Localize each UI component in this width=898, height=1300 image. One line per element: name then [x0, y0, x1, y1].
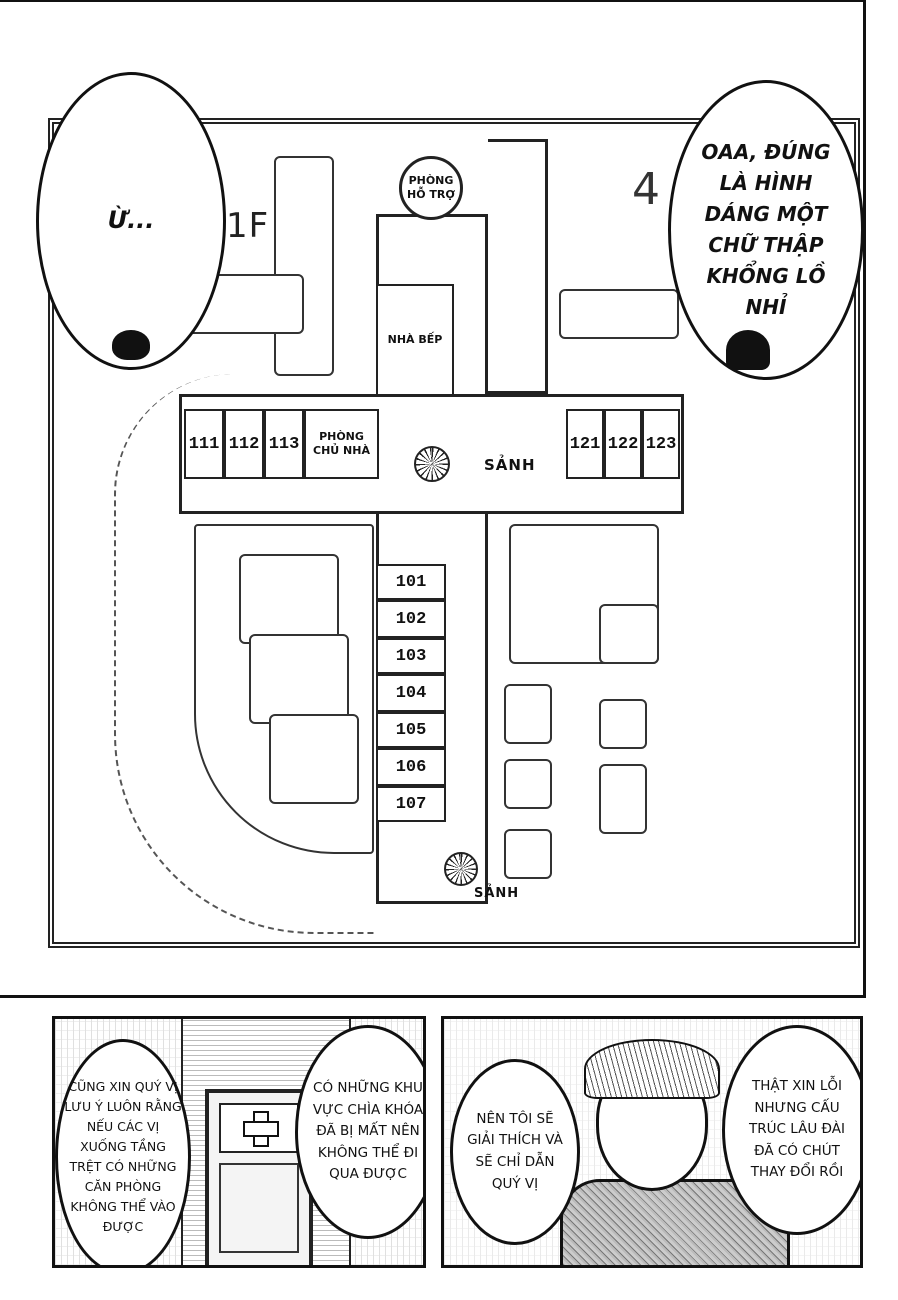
garden-bed	[269, 714, 359, 804]
room-number: 105	[395, 720, 427, 740]
south-hall-label: SẢNH	[474, 886, 520, 901]
room-number: 123	[645, 434, 677, 454]
room-number: 121	[569, 434, 601, 454]
room-111: 111	[184, 409, 224, 479]
room-number: 111	[188, 434, 220, 454]
room-122: 122	[604, 409, 642, 479]
hedge	[599, 764, 647, 834]
speech-bubble-p1-left: CŨNG XIN QUÝ VỊ LƯU Ý LUÔN RẰNG NẾU CÁC …	[55, 1039, 191, 1265]
room-number: 113	[268, 434, 300, 454]
hedge	[504, 829, 552, 879]
spiral-staircase-icon	[444, 852, 478, 886]
room-121: 121	[566, 409, 604, 479]
speech-text: CŨNG XIN QUÝ VỊ LƯU Ý LUÔN RẰNG NẾU CÁC …	[64, 1079, 182, 1234]
owner-room: PHÒNG CHỦ NHÀ	[304, 409, 379, 479]
room-102: 102	[376, 600, 446, 638]
support-room-label: PHÒNG HỖ TRỢ	[407, 173, 455, 201]
character-chibi	[112, 330, 150, 360]
room-104: 104	[376, 674, 446, 712]
room-103: 103	[376, 638, 446, 674]
spiral-staircase-icon	[414, 446, 450, 482]
room-number: 112	[228, 434, 260, 454]
butler-hair	[584, 1039, 720, 1099]
speech-text: OAA, ĐÚNG LÀ HÌNH DÁNG MỘT CHỮ THẬP KHỔN…	[701, 140, 831, 319]
side-corridor	[488, 139, 548, 394]
speech-text: THẬT XIN LỖI NHƯNG CẤU TRÚC LÂU ĐÀI ĐÃ C…	[749, 1078, 845, 1181]
kitchen-room: NHÀ BẾP	[376, 284, 454, 396]
speech-text: CÓ NHỮNG KHU VỰC CHÌA KHÓA ĐÃ BỊ MẤT NÊN…	[312, 1080, 424, 1183]
garden-bed	[249, 634, 349, 724]
hedge	[274, 156, 334, 376]
room-106: 106	[376, 748, 446, 786]
speech-text: NÊN TÔI SẼ GIẢI THÍCH VÀ SẼ CHỈ DẪN QUÝ …	[467, 1110, 563, 1192]
kitchen-label: NHÀ BẾP	[387, 332, 443, 346]
room-number: 122	[607, 434, 639, 454]
room-105: 105	[376, 712, 446, 748]
room-number: 101	[395, 572, 427, 592]
room-number: 107	[395, 794, 427, 814]
owner-room-label: PHÒNG CHỦ NHÀ	[313, 429, 370, 457]
speech-text: Ừ...	[107, 206, 155, 235]
support-room: PHÒNG HỖ TRỢ	[399, 156, 463, 220]
hedge	[599, 604, 659, 664]
room-number: 103	[395, 646, 427, 666]
hedge	[559, 289, 679, 339]
room-number: 106	[395, 757, 427, 777]
room-107: 107	[376, 786, 446, 822]
speech-bubble-left: Ừ...	[36, 72, 226, 370]
speech-bubble-right: OAA, ĐÚNG LÀ HÌNH DÁNG MỘT CHỮ THẬP KHỔN…	[668, 80, 864, 380]
character-chibi	[726, 330, 770, 370]
garden-bed	[239, 554, 339, 644]
map-panel	[0, 0, 866, 998]
speech-bubble-p1-right: CÓ NHỮNG KHU VỰC CHÌA KHÓA ĐÃ BỊ MẤT NÊN…	[295, 1025, 424, 1239]
hedge	[599, 699, 647, 749]
panel-butler: NÊN TÔI SẼ GIẢI THÍCH VÀ SẼ CHỈ DẪN QUÝ …	[441, 1016, 863, 1268]
speech-bubble-p2-left: NÊN TÔI SẼ GIẢI THÍCH VÀ SẼ CHỈ DẪN QUÝ …	[450, 1059, 580, 1245]
room-number: 102	[395, 609, 427, 629]
panel-corridor: CŨNG XIN QUÝ VỊ LƯU Ý LUÔN RẰNG NẾU CÁC …	[52, 1016, 426, 1268]
floor-label: 1F	[226, 206, 270, 246]
room-113: 113	[264, 409, 304, 479]
hall-label: SẢNH	[484, 456, 536, 474]
hedge	[504, 684, 552, 744]
room-101: 101	[376, 564, 446, 600]
compass-mark: 4	[632, 164, 660, 215]
room-123: 123	[642, 409, 680, 479]
speech-bubble-p2-right: THẬT XIN LỖI NHƯNG CẤU TRÚC LÂU ĐÀI ĐÃ C…	[722, 1025, 860, 1235]
medical-cross-icon	[243, 1111, 279, 1147]
room-112: 112	[224, 409, 264, 479]
room-number: 104	[395, 683, 427, 703]
hedge	[504, 759, 552, 809]
